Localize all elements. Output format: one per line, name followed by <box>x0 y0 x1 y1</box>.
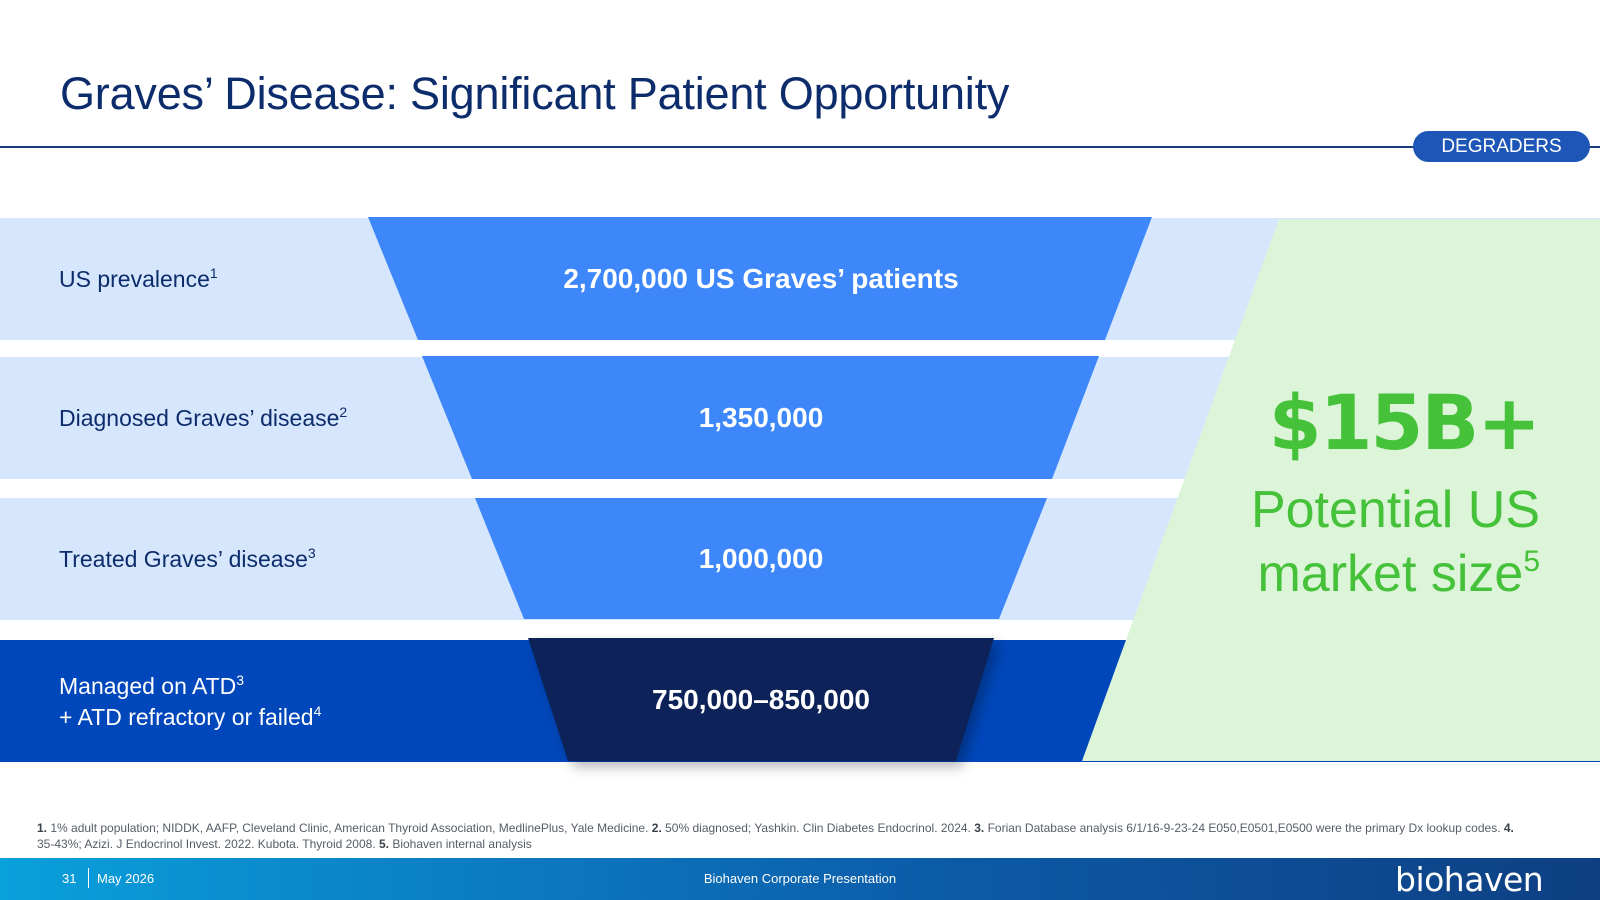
section-badge: DEGRADERS <box>1413 131 1590 162</box>
market-size-caption: Potential US market size5 <box>1250 481 1540 603</box>
funnel-value-prevalence: 2,700,000 US Graves’ patients <box>563 263 959 294</box>
title-divider <box>0 146 1600 148</box>
footer-divider <box>88 868 89 888</box>
page-number: 31 <box>62 871 77 886</box>
footnotes: 1. 1% adult population; NIDDK, AAFP, Cle… <box>37 821 1514 851</box>
funnel-value-treated: 1,000,000 <box>698 543 824 574</box>
page-title: Graves’ Disease: Significant Patient Opp… <box>60 68 1010 119</box>
row-label-treated: Treated Graves’ disease3 <box>59 545 316 572</box>
funnel-tier-1 <box>368 217 1152 340</box>
funnel-tier-2 <box>422 356 1099 479</box>
biohaven-logo: biohaven <box>1395 860 1544 899</box>
row-label-us-prevalence: US prevalence1 <box>59 265 218 292</box>
footer-bar: 31 May 2026 Biohaven Corporate Presentat… <box>0 858 1600 900</box>
footer-presentation-title: Biohaven Corporate Presentation <box>703 871 897 886</box>
funnel-tier-4 <box>528 638 994 761</box>
row-label-diagnosed: Diagnosed Graves’ disease2 <box>59 404 348 431</box>
funnel-value-diagnosed: 1,350,000 <box>698 402 824 433</box>
funnel-value-managed: 750,000–850,000 <box>652 684 870 715</box>
market-size-amount: $15B+ <box>1268 378 1541 467</box>
row-label-managed-atd: Managed on ATD3 + ATD refractory or fail… <box>59 672 322 730</box>
footer-date: May 2026 <box>97 871 155 886</box>
funnel-tier-3 <box>475 498 1047 619</box>
